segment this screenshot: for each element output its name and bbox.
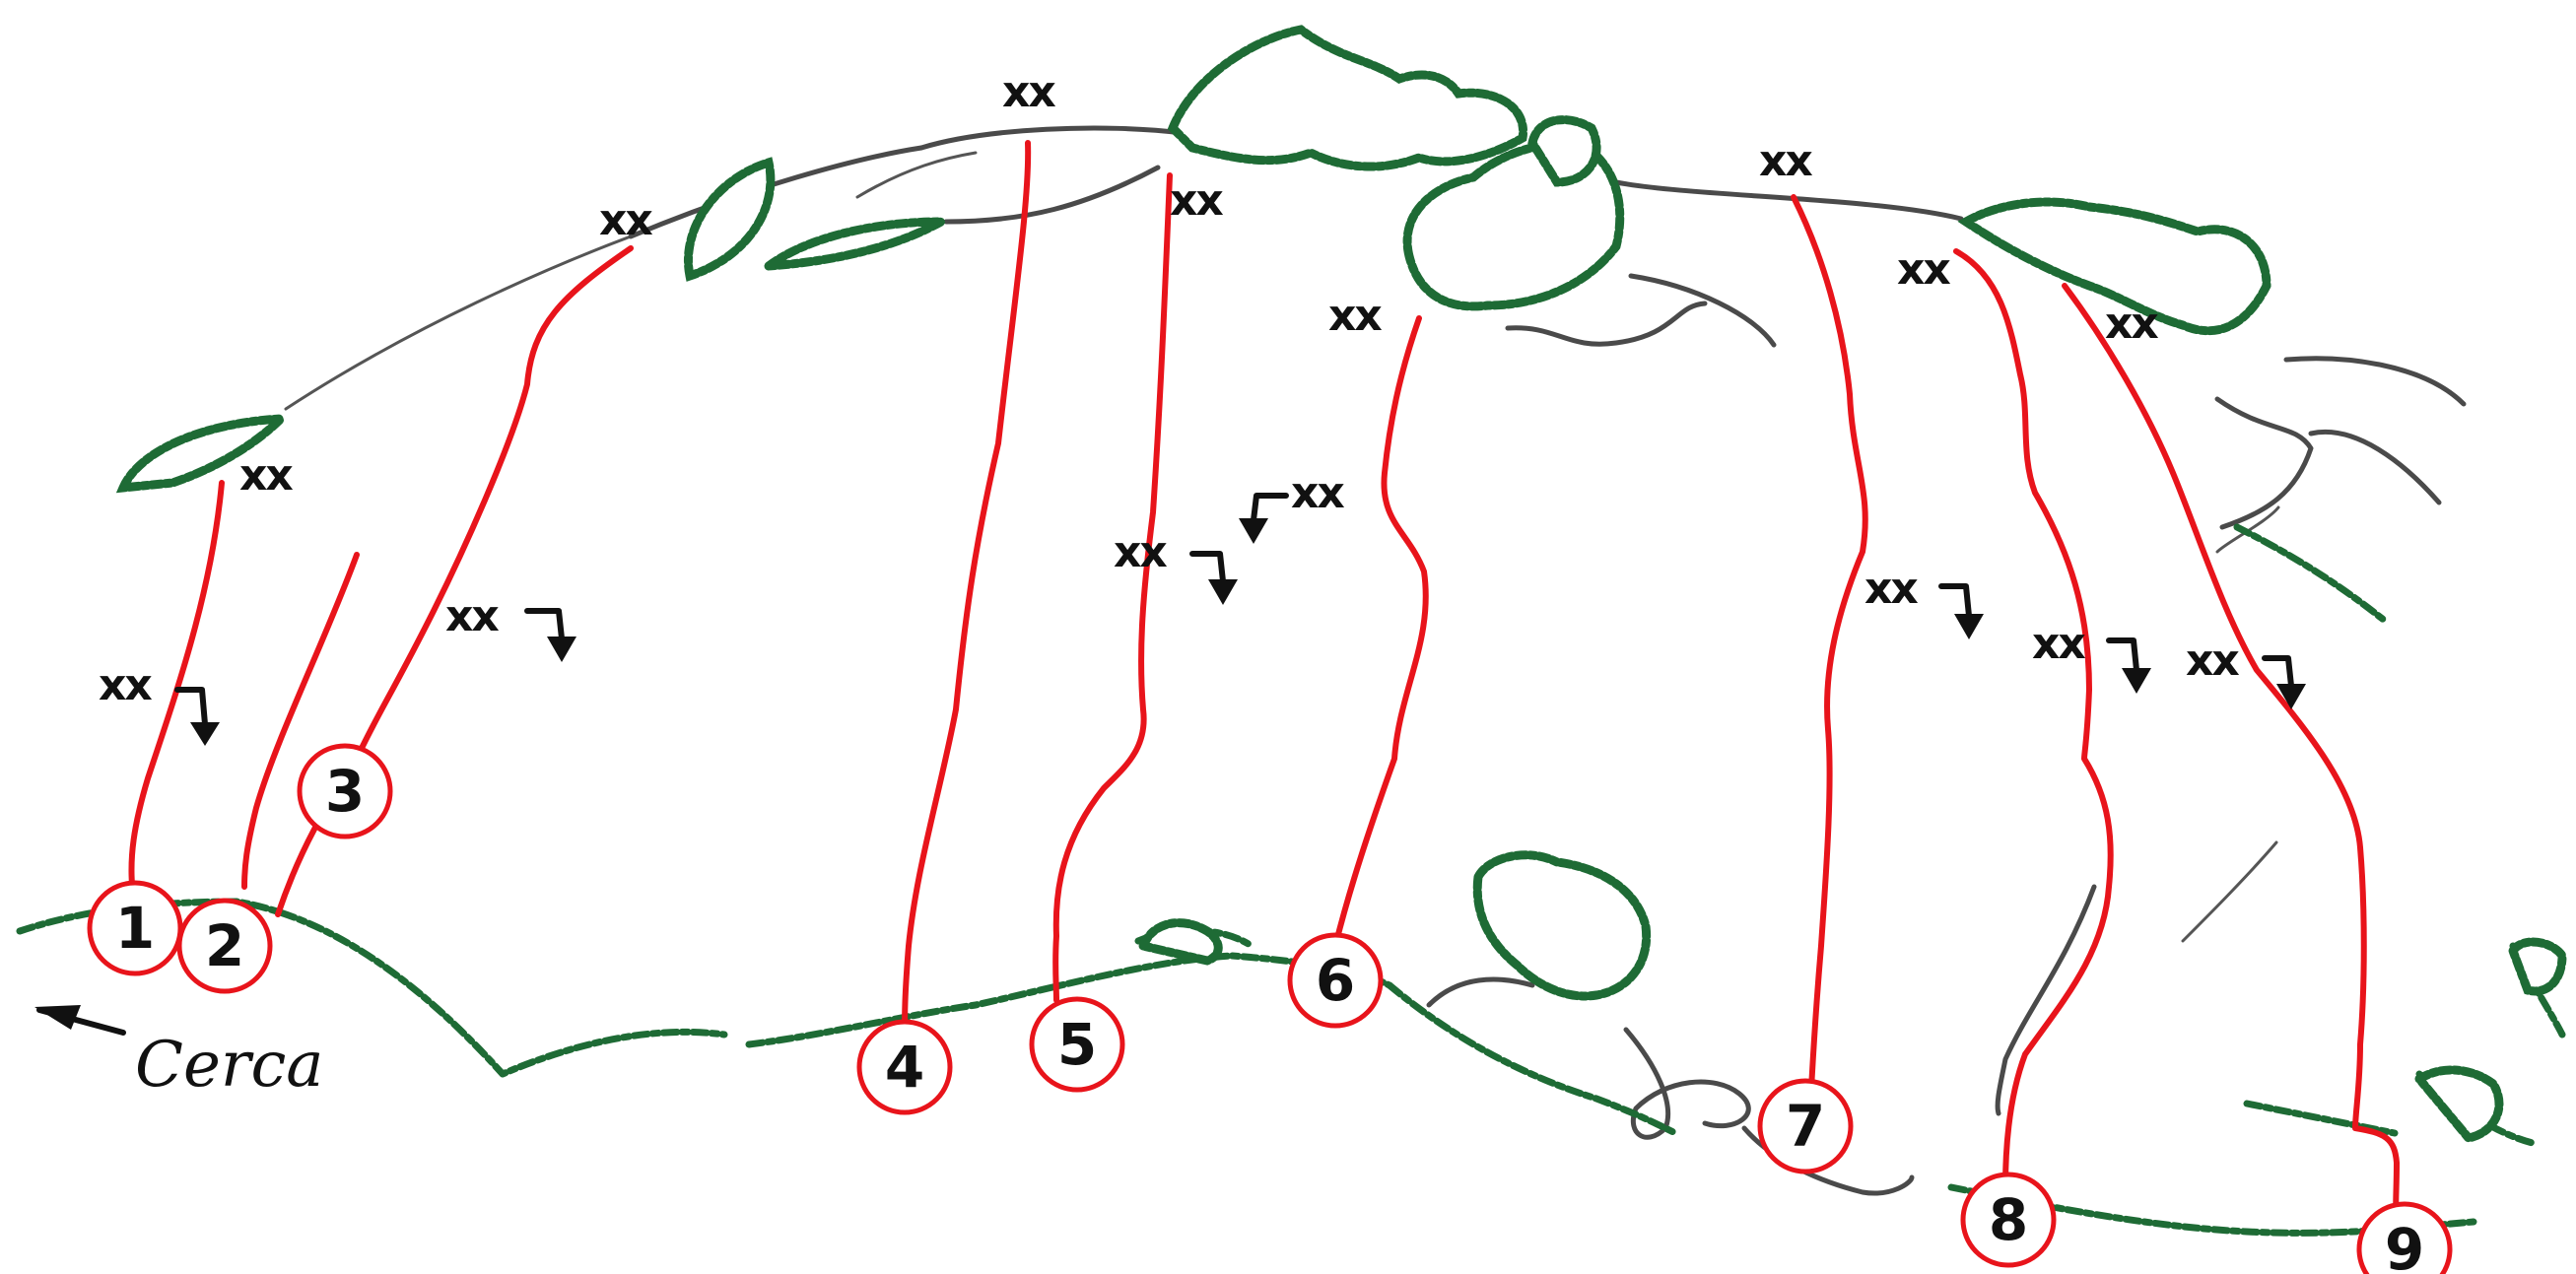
route-marker-5[interactable]: 5 bbox=[1029, 996, 1125, 1093]
route-number: 3 bbox=[325, 758, 365, 825]
arrowhead-icon bbox=[2276, 684, 2306, 709]
route-number: 5 bbox=[1057, 1011, 1097, 1078]
route-number: 2 bbox=[205, 912, 244, 979]
anchor-label: xx bbox=[2032, 619, 2085, 669]
lower-off-anchors: xx xx xx xx xx xx xx bbox=[99, 468, 2306, 746]
anchor-label: xx bbox=[2105, 299, 2158, 349]
route-number: 6 bbox=[1316, 947, 1355, 1014]
arrowhead-icon bbox=[1954, 614, 1984, 639]
route-number: 1 bbox=[115, 895, 155, 962]
lower-off-7: xx bbox=[1864, 564, 1984, 639]
lower-off-9: xx bbox=[2186, 636, 2306, 709]
route-number: 4 bbox=[885, 1034, 924, 1101]
approach-indicator: Cerca bbox=[34, 1005, 323, 1102]
route-line-6 bbox=[1332, 315, 1429, 949]
anchor-label: xx bbox=[1114, 527, 1167, 577]
route-line-9 bbox=[2062, 283, 2400, 1230]
anchor-label: xx bbox=[445, 591, 499, 641]
route-marker-6[interactable]: 6 bbox=[1287, 932, 1384, 1029]
anchor-label: xx bbox=[1864, 564, 1918, 614]
anchor-label: xx bbox=[239, 450, 293, 501]
anchor-label: xx bbox=[1170, 175, 1223, 226]
route-line-4 bbox=[902, 140, 1032, 1039]
anchor-label: xx bbox=[599, 195, 652, 245]
route-line-1 bbox=[128, 480, 225, 888]
lower-off-6: xx bbox=[1239, 468, 1346, 544]
arrowhead-icon bbox=[547, 637, 576, 662]
route-marker-2[interactable]: 2 bbox=[176, 898, 273, 994]
lower-off-3: xx bbox=[445, 591, 576, 662]
anchor-label: xx bbox=[1759, 136, 1812, 186]
lower-off-1: xx bbox=[99, 660, 220, 746]
arrowhead-icon bbox=[1239, 518, 1268, 544]
arrowhead-icon bbox=[2122, 668, 2151, 694]
ground-vegetation bbox=[16, 523, 2566, 1237]
arrowhead-icon bbox=[190, 722, 220, 746]
arrowhead-icon bbox=[34, 1005, 81, 1030]
route-number: 7 bbox=[1786, 1093, 1825, 1160]
arrow-down-icon bbox=[2262, 655, 2294, 689]
route-marker-7[interactable]: 7 bbox=[1757, 1078, 1854, 1174]
route-marker-4[interactable]: 4 bbox=[856, 1019, 953, 1115]
route-line-7 bbox=[1791, 194, 1868, 1092]
lower-off-8: xx bbox=[2032, 619, 2151, 694]
route-number: 8 bbox=[1989, 1186, 2028, 1253]
arrow-down-icon bbox=[1251, 493, 1289, 523]
anchor-label: xx bbox=[1002, 67, 1055, 117]
bushes bbox=[115, 25, 2567, 1143]
arrow-down-icon bbox=[1938, 583, 1972, 619]
route-marker-3[interactable]: 3 bbox=[297, 743, 393, 839]
anchor-label: xx bbox=[2186, 636, 2239, 686]
rock-outline bbox=[284, 125, 2467, 1196]
arrowhead-icon bbox=[1208, 579, 1238, 605]
arrow-down-icon bbox=[524, 608, 565, 641]
arrow-down-icon bbox=[2106, 637, 2139, 673]
route-marker-9[interactable]: 9 bbox=[2356, 1201, 2453, 1274]
lower-off-5: xx bbox=[1114, 527, 1238, 605]
route-line-8 bbox=[1953, 248, 2114, 1190]
approach-label: Cerca bbox=[135, 1029, 323, 1102]
anchor-label: xx bbox=[99, 660, 152, 710]
route-marker-1[interactable]: 1 bbox=[87, 880, 183, 976]
arrow-down-icon bbox=[174, 687, 208, 727]
route-number: 9 bbox=[2385, 1216, 2424, 1274]
route-marker-8[interactable]: 8 bbox=[1960, 1172, 2057, 1268]
anchor-label: xx bbox=[1897, 244, 1950, 295]
arrow-down-icon bbox=[1189, 551, 1226, 584]
route-markers: 1 2 3 4 5 6 7 8 bbox=[87, 743, 2453, 1274]
anchor-label: xx bbox=[1291, 468, 1344, 518]
route-line-5 bbox=[1052, 172, 1173, 1003]
route-line-2 bbox=[241, 552, 360, 890]
anchors: xx xx xx xx xx xx xx xx bbox=[239, 67, 2160, 501]
anchor-label: xx bbox=[1328, 291, 1382, 341]
